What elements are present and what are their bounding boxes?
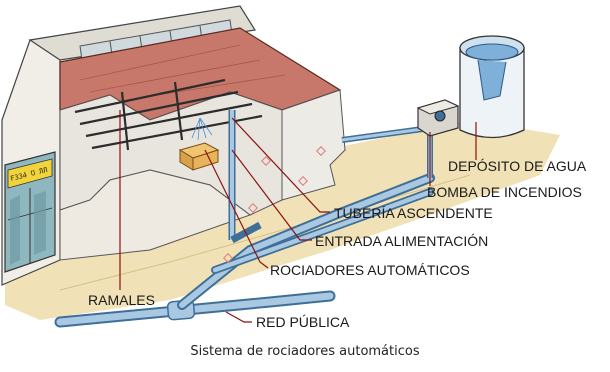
water-tank — [459, 35, 525, 139]
label-rociadores: ROCIADORES AUTOMÁTICOS — [270, 262, 470, 278]
label-tuberia: TUBERÍA ASCENDENTE — [334, 205, 493, 221]
label-ramales: RAMALES — [88, 292, 155, 308]
fire-pump — [416, 99, 460, 137]
leader-lines — [119, 110, 477, 323]
label-entrada: ENTRADA ALIMENTACIÓN — [315, 233, 488, 249]
sprinkler-spray — [191, 117, 213, 141]
label-red: RED PÚBLICA — [256, 314, 350, 330]
label-deposito: DEPÓSITO DE AGUA — [448, 158, 587, 174]
building: F334 Ʊ ЛЛ — [1, 5, 346, 286]
shop-window — [4, 151, 56, 273]
figure-caption: Sistema de rociadores automáticos — [190, 344, 420, 359]
label-bomba: BOMBA DE INCENDIOS — [427, 184, 582, 200]
fire-box — [178, 142, 220, 171]
